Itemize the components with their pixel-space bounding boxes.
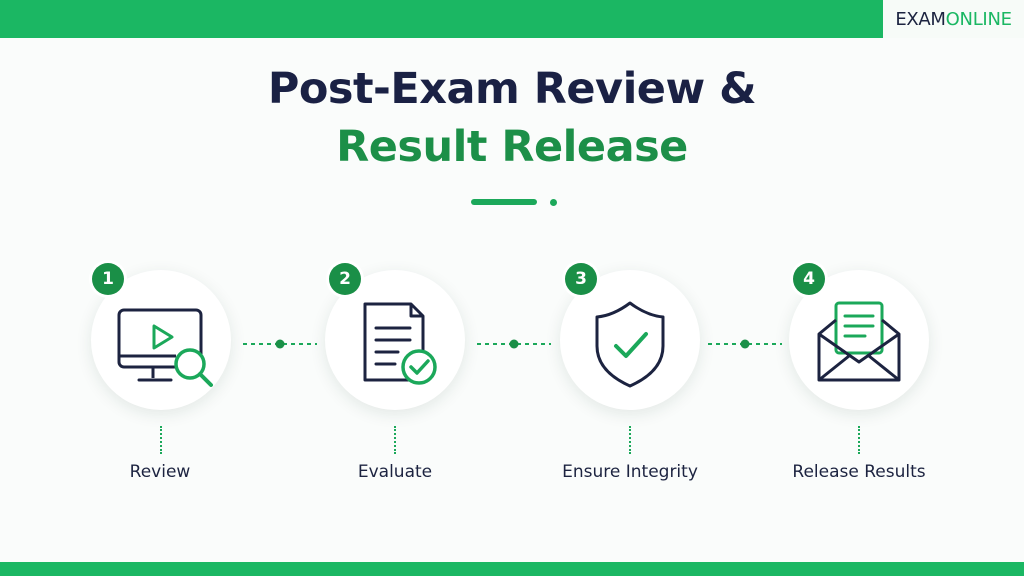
document-check-icon <box>363 302 437 385</box>
title-underline-dot <box>550 199 557 206</box>
monitor-play-search-icon <box>117 308 213 387</box>
connector-2-3 <box>477 339 551 349</box>
bottom-banner <box>0 562 1024 576</box>
step-1-badge: 1 <box>92 263 124 295</box>
connector-1-2 <box>243 339 317 349</box>
step-4-badge: 4 <box>793 263 825 295</box>
envelope-letter-icon <box>817 301 901 382</box>
shield-check-icon <box>595 301 665 388</box>
brand-exam: EXAM <box>895 8 946 30</box>
title-underline <box>471 199 537 206</box>
step-3-connector <box>629 426 631 454</box>
step-2-connector <box>394 426 396 454</box>
step-1-connector <box>160 426 162 454</box>
step-2-label: Evaluate <box>357 462 433 482</box>
step-1-label: Review <box>129 462 191 482</box>
step-4-label: Release Results <box>792 462 926 482</box>
brand-online: ONLINE <box>945 8 1012 30</box>
step-3-label: Ensure Integrity <box>562 462 698 482</box>
connector-3-4 <box>708 339 782 349</box>
page-title-line1: Post-Exam Review & <box>267 64 757 114</box>
step-4-connector <box>858 426 860 454</box>
page-title-line2: Result Release <box>336 122 688 172</box>
step-2-badge: 2 <box>329 263 361 295</box>
top-banner <box>0 0 1024 38</box>
step-3-badge: 3 <box>565 263 597 295</box>
